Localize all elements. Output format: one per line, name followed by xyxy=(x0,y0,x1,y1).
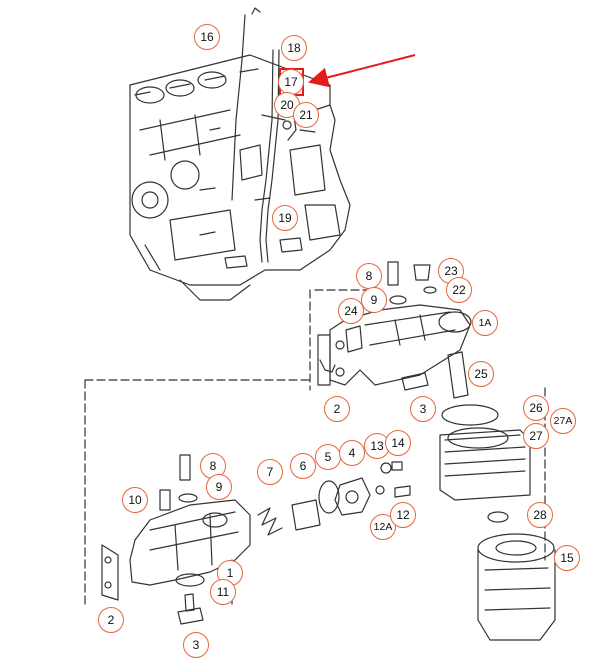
callout-14: 14 xyxy=(385,430,411,456)
callout-12A: 12A xyxy=(370,514,396,540)
pressure-relief-valve-drawing xyxy=(257,461,411,536)
callout-3-upper: 3 xyxy=(410,396,436,422)
callout-5: 5 xyxy=(315,444,341,470)
oil-cooler-drawing xyxy=(439,404,531,523)
engine-block-drawing xyxy=(129,54,351,301)
callout-28: 28 xyxy=(527,502,553,528)
callout-27A: 27A xyxy=(550,408,576,434)
callout-1A: 1A xyxy=(472,310,498,336)
oil-filter-housing-lower-drawing xyxy=(101,454,251,625)
callout-6: 6 xyxy=(290,453,316,479)
callout-11: 11 xyxy=(210,579,236,605)
dipstick-drawing xyxy=(231,14,246,201)
callout-4: 4 xyxy=(339,440,365,466)
callout-2-upper: 2 xyxy=(324,396,350,422)
callout-27: 27 xyxy=(523,423,549,449)
callout-8-upper: 8 xyxy=(356,263,382,289)
callout-3-lower: 3 xyxy=(183,632,209,658)
callout-15: 15 xyxy=(554,545,580,571)
callout-9-lower: 9 xyxy=(206,474,232,500)
callout-26: 26 xyxy=(523,395,549,421)
oil-filter-drawing xyxy=(477,533,556,641)
callout-18: 18 xyxy=(281,35,307,61)
callout-21: 21 xyxy=(293,102,319,128)
callout-9-upper: 9 xyxy=(361,287,387,313)
callout-7: 7 xyxy=(257,459,283,485)
callout-16: 16 xyxy=(194,24,220,50)
callout-22: 22 xyxy=(446,277,472,303)
callout-17: 17 xyxy=(278,69,304,95)
callout-19: 19 xyxy=(272,205,298,231)
callout-12: 12 xyxy=(390,502,416,528)
callout-24: 24 xyxy=(338,298,364,324)
callout-25: 25 xyxy=(468,361,494,387)
callout-2-lower: 2 xyxy=(98,607,124,633)
highlight-arrow xyxy=(308,54,416,88)
callout-10: 10 xyxy=(122,487,148,513)
